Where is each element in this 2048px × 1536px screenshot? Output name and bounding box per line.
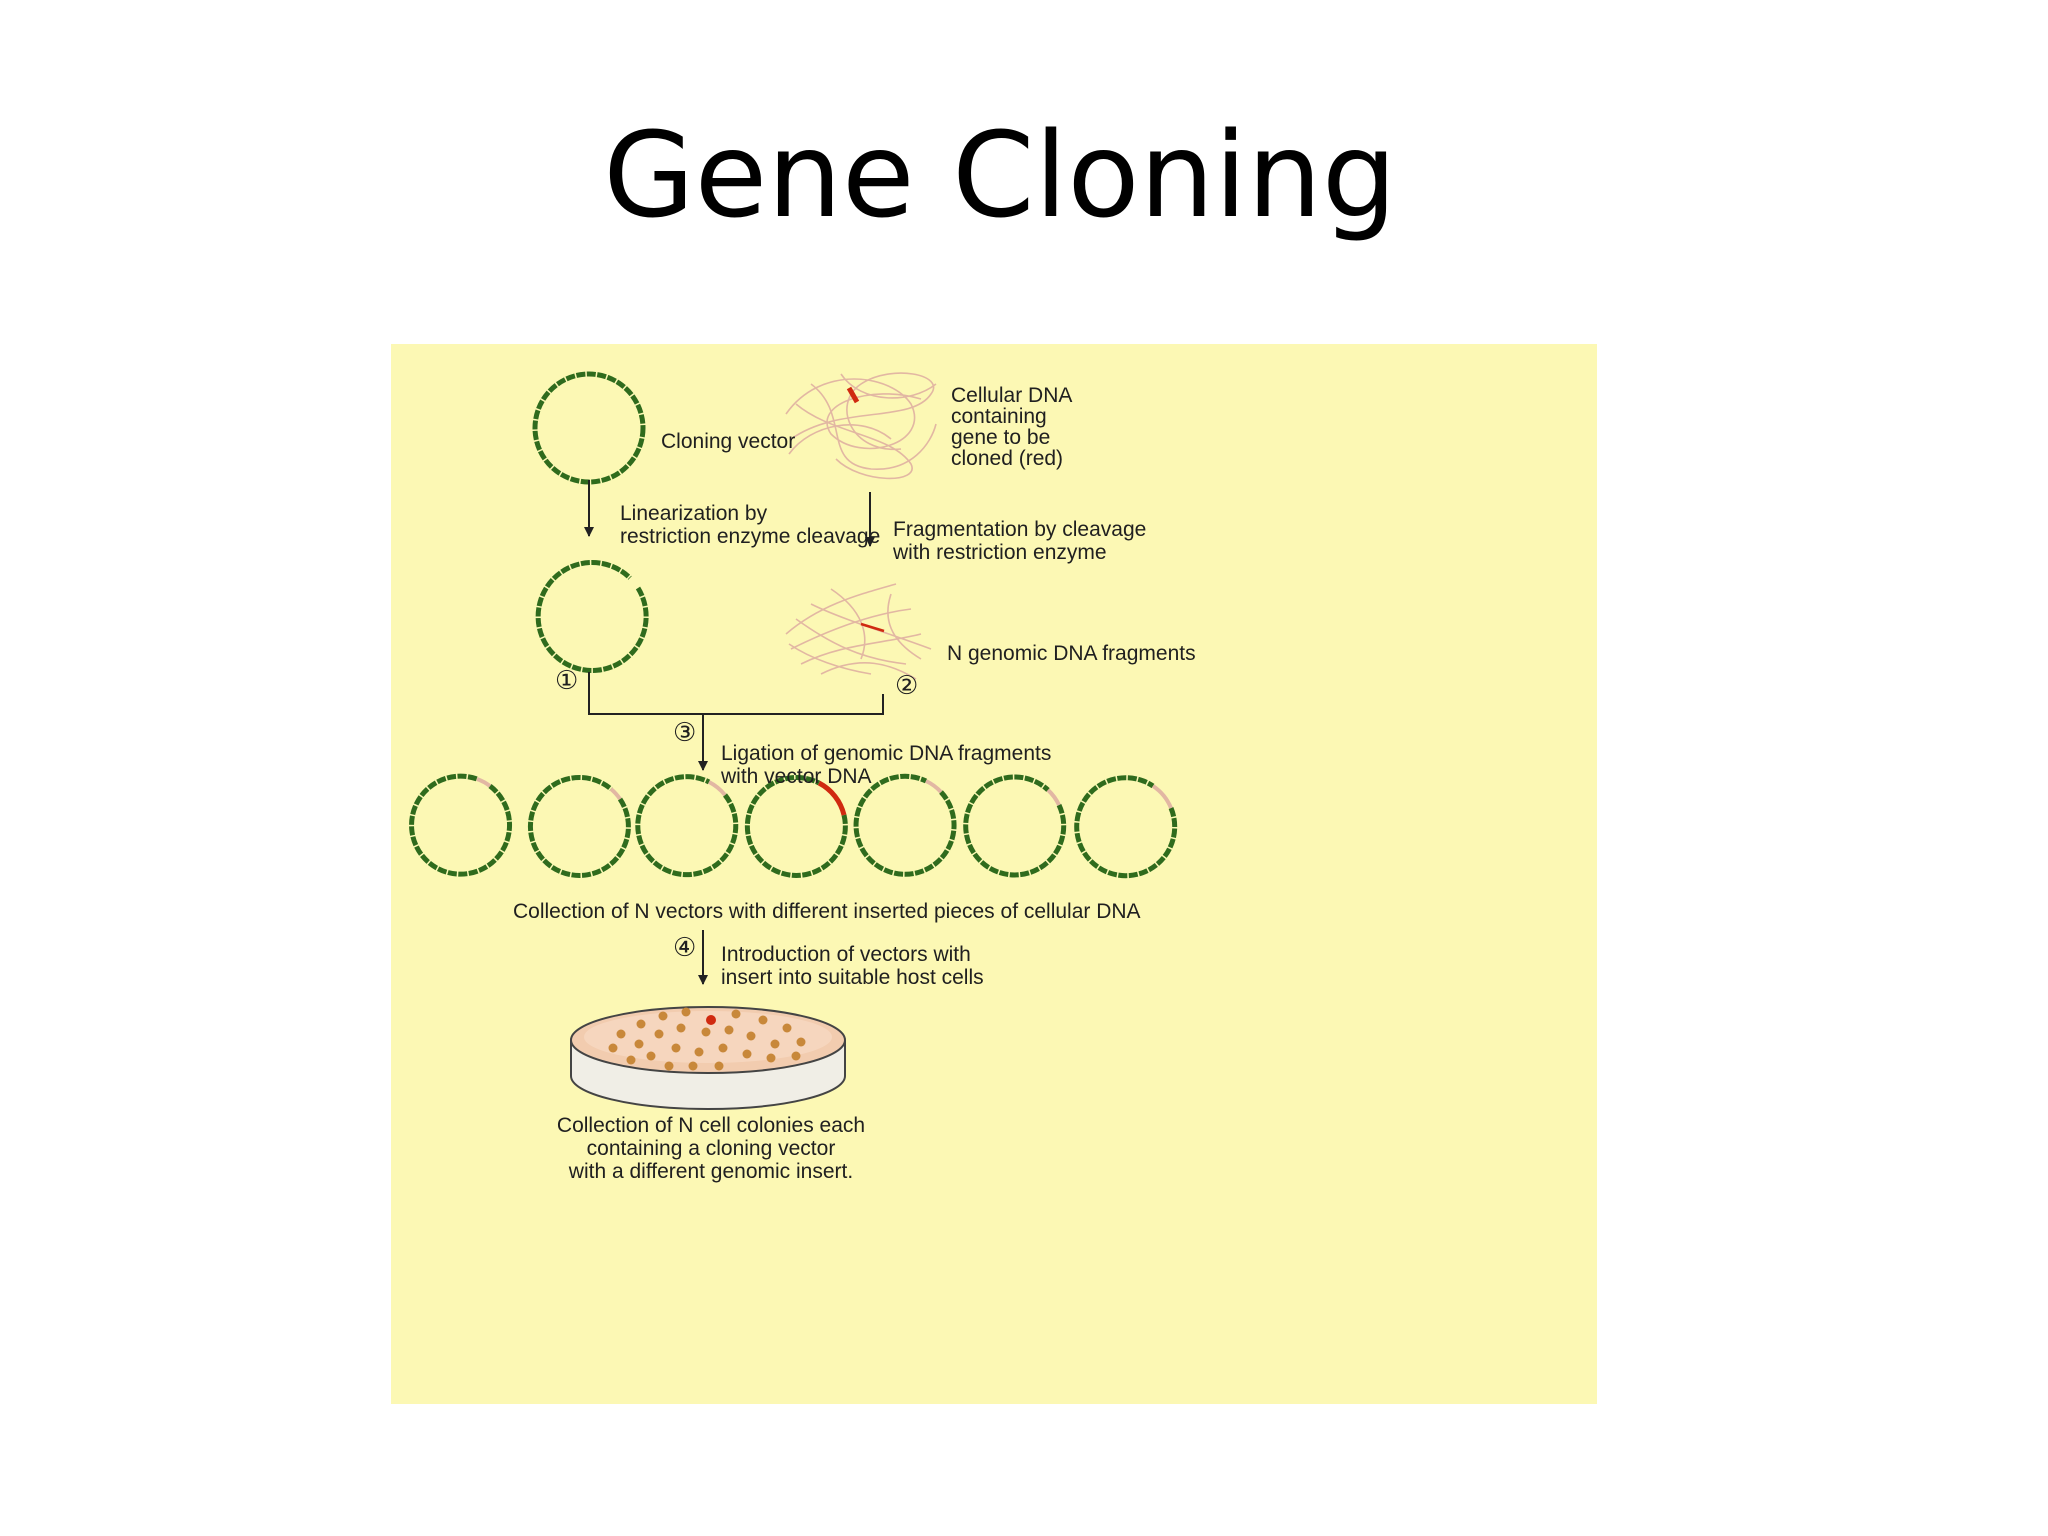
cloning-vector-circle	[532, 371, 646, 485]
ligation-label: Ligation of genomic DNA fragments with v…	[721, 742, 1052, 788]
vector-collection-label: Collection of N vectors with different i…	[513, 900, 1141, 923]
recombinant-vectors-row	[409, 773, 1178, 879]
genomic-dna-fragments	[785, 583, 932, 680]
gene-cloning-diagram: ① ② ③ ④ Cloning vector Cellular DNA cont…	[391, 344, 1597, 1404]
merge-bracket	[588, 672, 884, 715]
cell-colonies	[608, 1007, 806, 1071]
linearization-label: Linearization by restriction enzyme clea…	[620, 502, 881, 548]
step-1-marker: ①	[555, 665, 579, 695]
cellular-dna-tangle	[785, 372, 937, 480]
recombinant-with-gene-insert	[817, 780, 847, 816]
colony-collection-label: Collection of N cell colonies each conta…	[556, 1114, 866, 1183]
gene-colony	[706, 1015, 716, 1025]
slide-title: Gene Cloning	[603, 106, 1397, 244]
cloning-vector-label: Cloning vector	[661, 430, 796, 453]
step-3-marker: ③	[673, 717, 697, 747]
genomic-fragments-label: N genomic DNA fragments	[947, 642, 1196, 665]
step-4-marker: ④	[673, 932, 697, 962]
introduction-label: Introduction of vectors with insert into…	[721, 943, 984, 989]
gene-insert-mark	[846, 386, 860, 404]
step-2-marker: ②	[895, 670, 919, 700]
fragmentation-label: Fragmentation by cleavage with restricti…	[893, 518, 1147, 564]
diagram-graphics	[409, 371, 1178, 1110]
gene-fragment-mark	[860, 622, 885, 633]
petri-dish	[570, 1006, 846, 1110]
linearized-vector	[535, 559, 649, 673]
cellular-dna-label: Cellular DNA containing gene to be clone…	[951, 384, 1073, 470]
